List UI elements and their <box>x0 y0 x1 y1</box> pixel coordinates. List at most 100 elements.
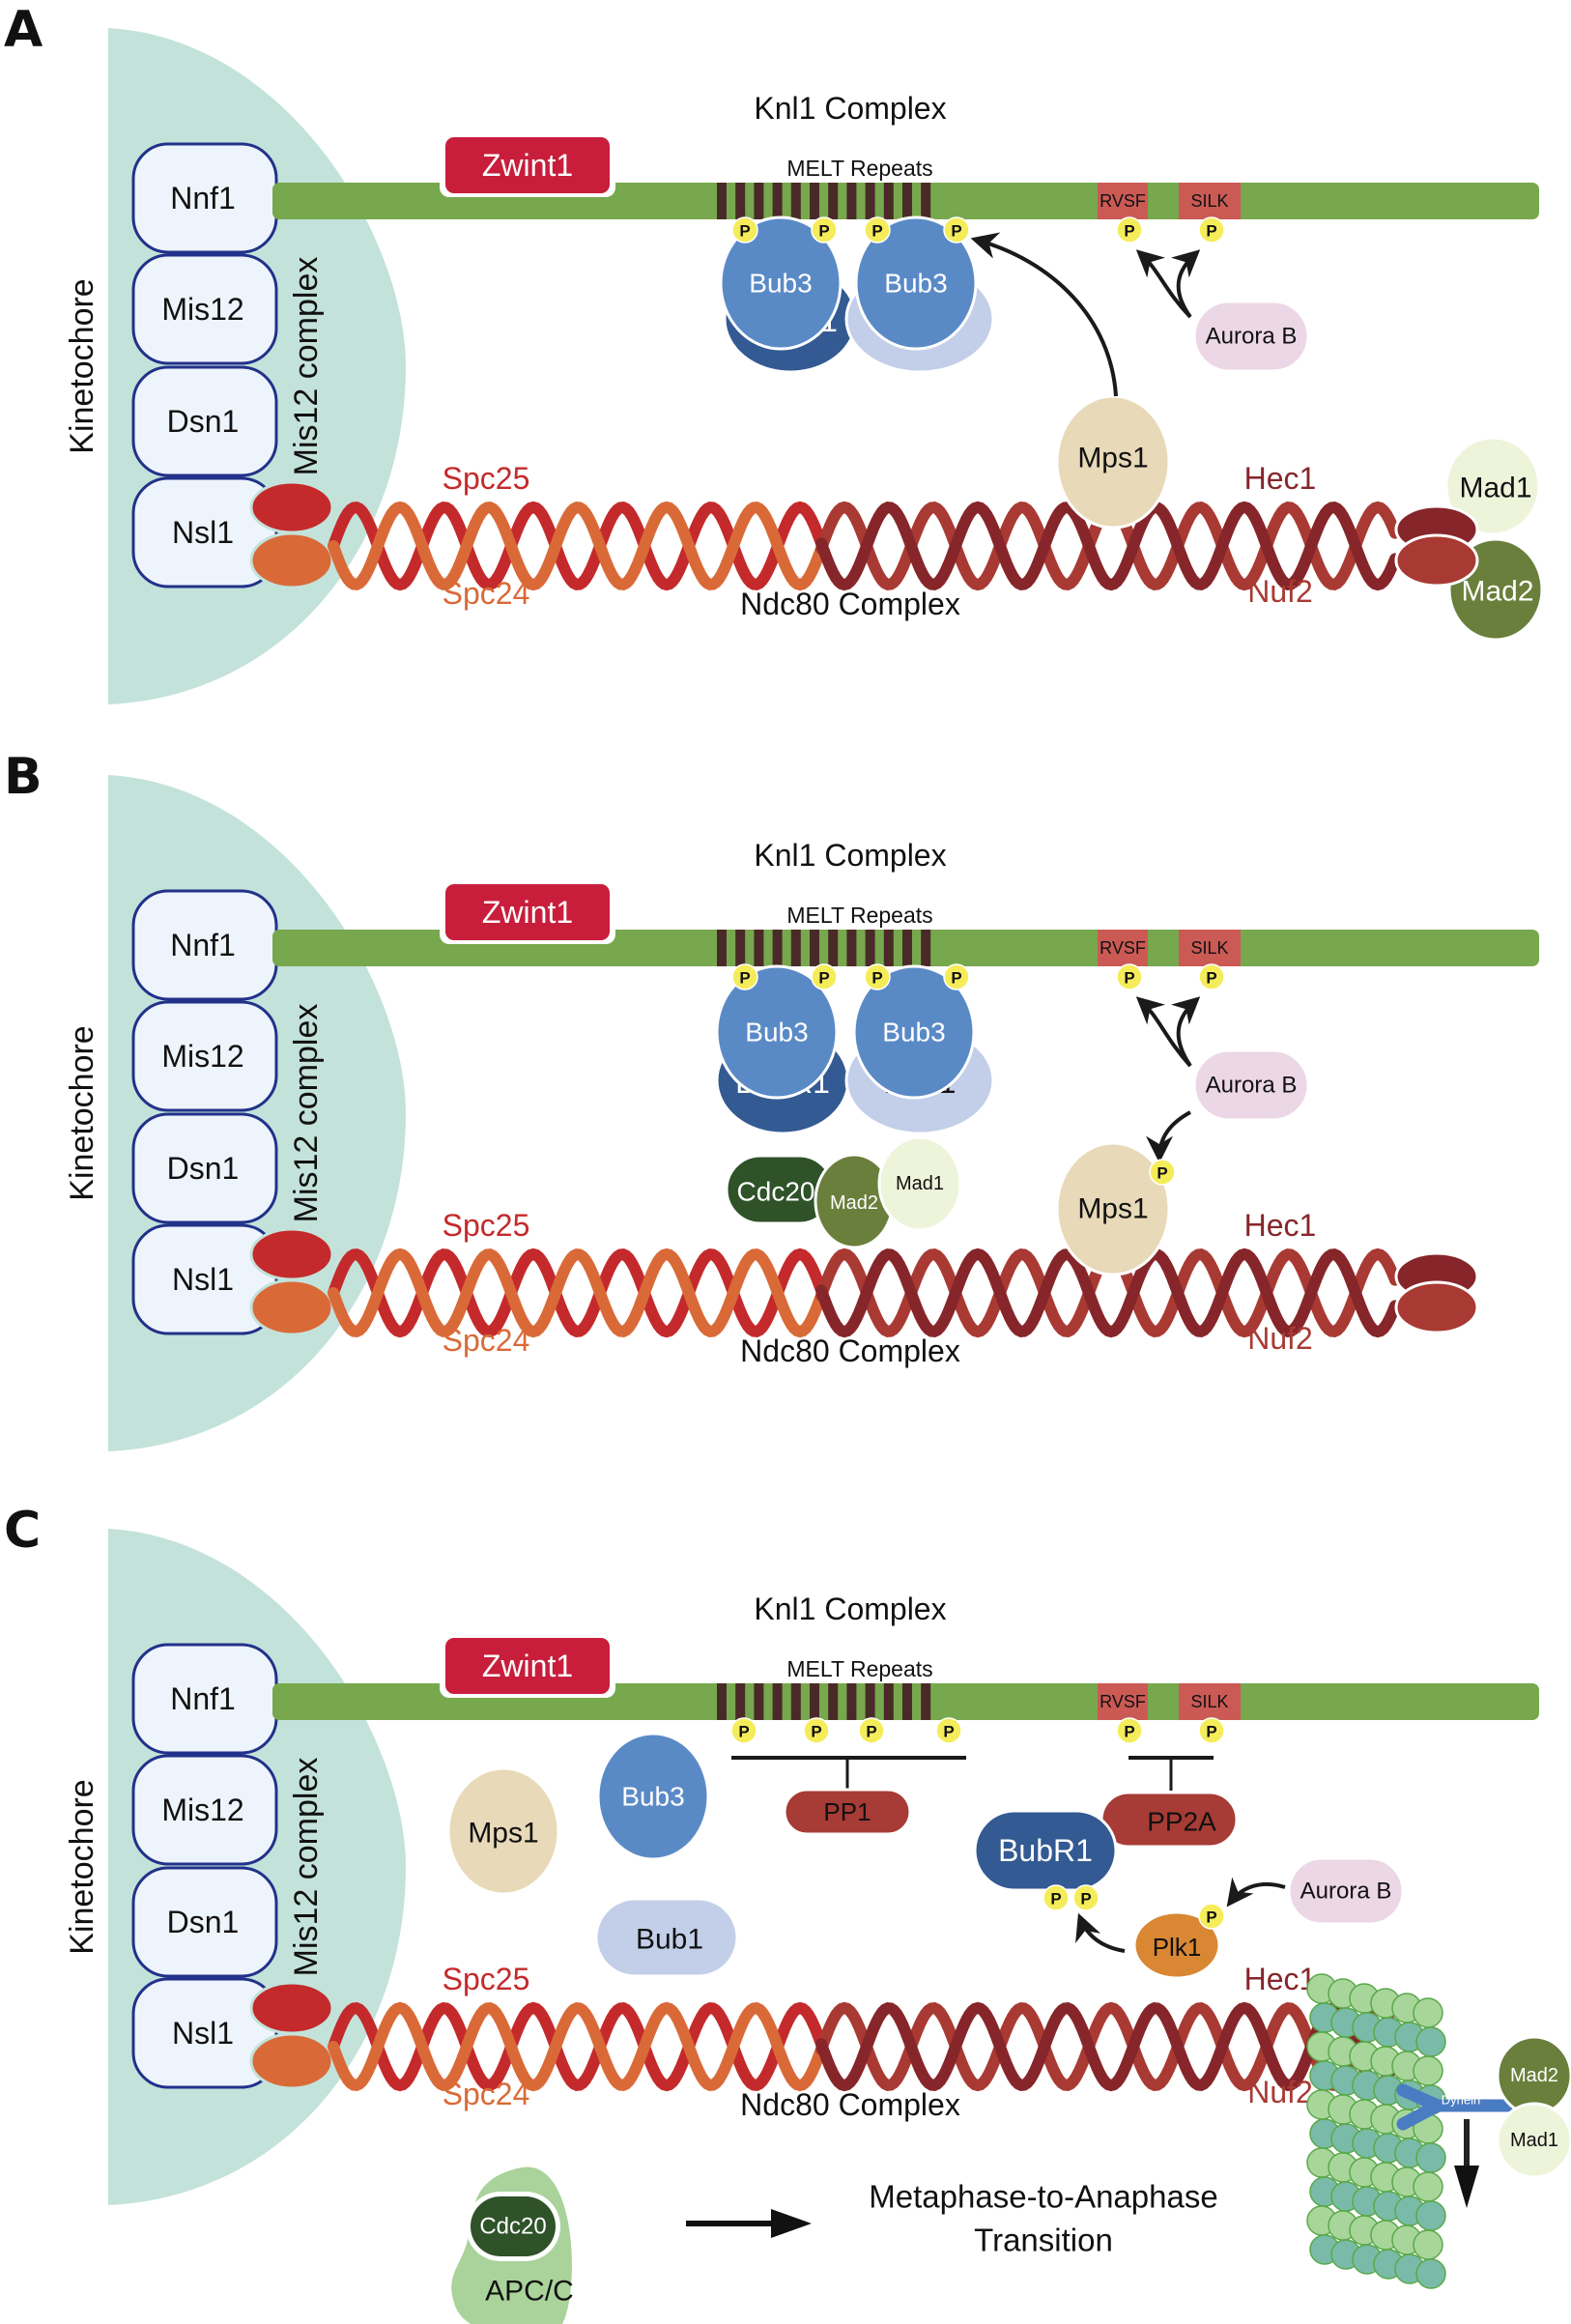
mad2-label: Mad2 <box>1510 2065 1558 2086</box>
kinetochore-region <box>108 28 406 704</box>
phospho-circle <box>1116 216 1143 244</box>
transition-label-line1: Metaphase-to-Anaphase <box>869 2179 1217 2215</box>
melt-repeat-stripe <box>717 183 727 219</box>
melt-repeat-stripe <box>717 930 727 966</box>
mad1-label: Mad1 <box>896 1173 944 1194</box>
aurora-b-protein <box>1192 1048 1310 1122</box>
mis12-subunit-box <box>131 253 278 365</box>
panel-letter: B <box>4 748 43 806</box>
phospho-circle <box>1149 1159 1176 1186</box>
hec1-label: Hec1 <box>1244 1962 1317 1996</box>
cdc20-label: Cdc20 <box>479 2214 546 2240</box>
silk-label: SILK <box>1190 938 1228 958</box>
spc24-strand <box>328 501 826 591</box>
mis12-subunit-label: Mis12 <box>161 292 243 327</box>
mps1-protein <box>1055 394 1171 530</box>
spc24-head <box>249 531 334 589</box>
melt-repeat-stripe <box>790 930 801 966</box>
phospho-label: P <box>1206 1908 1216 1927</box>
aurora-b-label: Aurora B <box>1206 1073 1298 1099</box>
kinetochore-label: Kinetochore <box>64 278 100 453</box>
melt-repeat-stripe <box>902 183 912 219</box>
bub3-right-protein <box>852 964 976 1100</box>
silk-phospho: P <box>1198 1717 1225 1744</box>
mis12-subunit-label: Nnf1 <box>170 181 236 215</box>
spc25-label: Spc25 <box>443 461 530 496</box>
nuf2-label: Nuf2 <box>1247 2075 1313 2109</box>
phospho-label: P <box>1206 969 1216 988</box>
melt-repeat-stripe <box>810 183 819 219</box>
dynein-label: Dynein <box>1442 2093 1480 2108</box>
bub3-right-label: Bub3 <box>884 269 947 299</box>
spc24-label: Spc24 <box>443 2077 530 2111</box>
kinetochore-label: Kinetochore <box>64 1779 100 1954</box>
mis12-complex-label: Mis12 complex <box>288 257 325 476</box>
bub3-right-protein <box>854 215 978 351</box>
melt-repeat-stripe <box>883 1683 894 1720</box>
aurora-b-label: Aurora B <box>1300 1879 1392 1905</box>
melt-repeats-label: MELT Repeats <box>786 156 932 181</box>
spc24-strand <box>328 1248 826 1338</box>
tubulin-subunit <box>1413 2055 1443 2086</box>
mps1-label: Mps1 <box>468 1818 538 1850</box>
mis12-subunit-box <box>131 476 278 588</box>
dynein-motor <box>1396 2083 1514 2131</box>
melt-phospho: P <box>943 963 970 990</box>
rvsf-motif <box>1098 930 1148 966</box>
spc25-head <box>249 1227 334 1281</box>
phospho-circle <box>864 216 891 244</box>
rvsf-phospho: P <box>1116 963 1143 990</box>
melt-repeat-stripe <box>790 1683 801 1720</box>
kinetochore-region <box>108 1529 406 2205</box>
zwint1-label: Zwint1 <box>482 148 573 183</box>
mis12-subunit-box <box>131 1223 278 1335</box>
mis12-subunit-box <box>131 1866 278 1978</box>
melt-phospho: P <box>943 216 970 244</box>
mis12-subunit-label: Nsl1 <box>172 2016 234 2051</box>
melt-phospho: P <box>864 216 891 244</box>
phospho-label: P <box>1157 1164 1167 1183</box>
mis12-subunit-label: Dsn1 <box>167 1151 240 1186</box>
bub1-protein <box>594 1897 739 1978</box>
phospho-label: P <box>951 222 961 241</box>
phospho-label: P <box>1206 1723 1216 1741</box>
spc25-label: Spc25 <box>443 1208 530 1243</box>
spc24-label: Spc24 <box>443 576 530 611</box>
mad2-label: Mad2 <box>830 1192 878 1214</box>
phospho-circle <box>858 1717 885 1744</box>
melt-phospho: P <box>864 963 891 990</box>
cdc20-label: Cdc20 <box>737 1177 815 1207</box>
mis12-subunit-label: Nnf1 <box>170 928 236 962</box>
mad1-protein <box>1496 2102 1571 2179</box>
melt-repeat-stripe <box>846 930 857 966</box>
tubulin-subunit <box>1413 2229 1443 2260</box>
melt-repeat-stripe <box>883 930 894 966</box>
bub1-label: Bub1 <box>636 1924 703 1956</box>
phospho-label: P <box>818 222 829 241</box>
poleward-arrow-head <box>1454 2166 1479 2208</box>
mps1-label: Mps1 <box>1077 443 1148 474</box>
mis12-subunit-label: Dsn1 <box>167 1905 240 1939</box>
rvsf-phospho: P <box>1116 216 1143 244</box>
spc25-head <box>249 480 334 534</box>
melt-repeat-stripe <box>754 930 764 966</box>
pp2a-label: PP2A <box>1147 1807 1216 1837</box>
phospho-label: P <box>738 1723 749 1741</box>
mad1-protein <box>877 1135 962 1232</box>
mis12-subunit-box <box>131 1754 278 1866</box>
melt-repeat-stripe <box>790 183 801 219</box>
spc25-label: Spc25 <box>443 1962 530 1996</box>
bub3-left-label: Bub3 <box>749 269 812 299</box>
apcc-label: APC/C <box>485 2276 574 2308</box>
phospho-label: P <box>818 969 829 988</box>
rvsf-label: RVSF <box>1100 191 1146 211</box>
phospho-circle <box>943 963 970 990</box>
melt-phospho: P <box>731 963 758 990</box>
phospho-circle <box>811 963 838 990</box>
melt-phospho: P <box>858 1717 885 1744</box>
spc25-strand <box>328 1248 826 1338</box>
bubr1-phospho: P <box>1043 1884 1070 1911</box>
melt-phospho: P <box>811 963 838 990</box>
kinetochore-region <box>108 775 406 1451</box>
